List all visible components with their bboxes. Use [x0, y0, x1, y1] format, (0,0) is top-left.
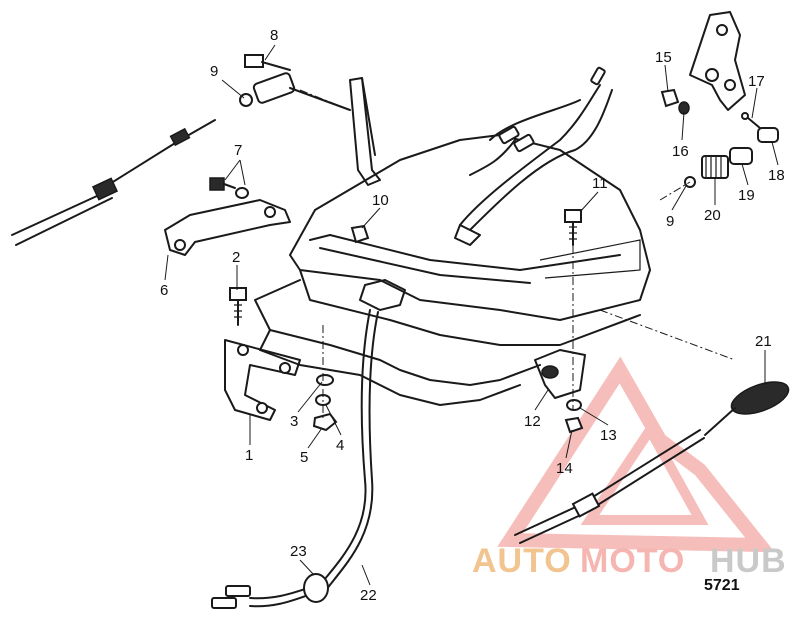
shift-cable-right — [514, 381, 790, 544]
part-20-spring — [701, 155, 729, 179]
engine-tray-structure — [254, 77, 651, 406]
upper-wire-harness — [454, 66, 613, 246]
part-18-pin — [757, 127, 779, 143]
watermark-hub: HUB — [710, 542, 787, 580]
callout-13: 13 — [600, 427, 617, 444]
callout-6: 6 — [160, 282, 168, 299]
callout-15: 15 — [655, 49, 672, 66]
part-13-washer — [566, 399, 582, 411]
watermark-auto: AUTO — [472, 542, 572, 580]
reference-number: 5721 — [704, 577, 740, 594]
part-8-linkage — [244, 54, 351, 111]
watermark-triangle-logo — [497, 356, 775, 553]
callout-2: 2 — [232, 249, 240, 266]
callout-11: 11 — [592, 175, 608, 192]
cable-22 — [319, 309, 379, 591]
part-6-bracket — [164, 199, 291, 256]
callout-7: 7 — [234, 142, 242, 159]
part-19-bushing — [729, 147, 753, 165]
callout-3: 3 — [290, 413, 298, 430]
callout-12: 12 — [524, 413, 541, 430]
part-2-bolt — [229, 287, 247, 326]
part-12-clamp — [534, 349, 586, 399]
callout-19: 19 — [738, 187, 755, 204]
callout-23: 23 — [290, 543, 307, 560]
callout-9-left: 9 — [210, 63, 218, 80]
callout-22: 22 — [360, 587, 377, 604]
watermark-text: AUTO MOTO HUB — [472, 542, 787, 580]
callout-17: 17 — [748, 73, 765, 90]
callout-numbers: 1 2 3 4 5 6 7 8 9 9 10 11 12 13 14 15 16… — [160, 27, 785, 604]
callout-20: 20 — [704, 207, 721, 224]
callout-4: 4 — [336, 437, 344, 454]
part-15-nut — [660, 88, 680, 108]
part-10-nut — [350, 224, 370, 244]
callout-1: 1 — [245, 447, 253, 464]
part-1-bracket — [224, 339, 301, 421]
upper-right-bracket — [689, 11, 746, 111]
watermark-moto: MOTO — [580, 542, 685, 580]
callout-18: 18 — [768, 167, 785, 184]
part-3-washer — [316, 374, 334, 386]
leader-lines — [164, 44, 779, 586]
part-17-screw — [741, 112, 761, 129]
callout-8: 8 — [270, 27, 278, 44]
callout-21: 21 — [755, 333, 772, 350]
part-7-bolt — [209, 177, 249, 199]
part-14-nut — [564, 416, 584, 434]
callout-5: 5 — [300, 449, 308, 466]
callout-16: 16 — [672, 143, 689, 160]
part-11-bolt — [564, 209, 582, 246]
throttle-cable-left — [11, 119, 216, 246]
wire-harness-23 — [211, 573, 329, 609]
callout-9-right: 9 — [666, 213, 674, 230]
centerlines — [236, 89, 736, 420]
callout-10: 10 — [372, 192, 389, 209]
callout-14: 14 — [556, 460, 573, 477]
part-5-nut — [312, 412, 338, 432]
